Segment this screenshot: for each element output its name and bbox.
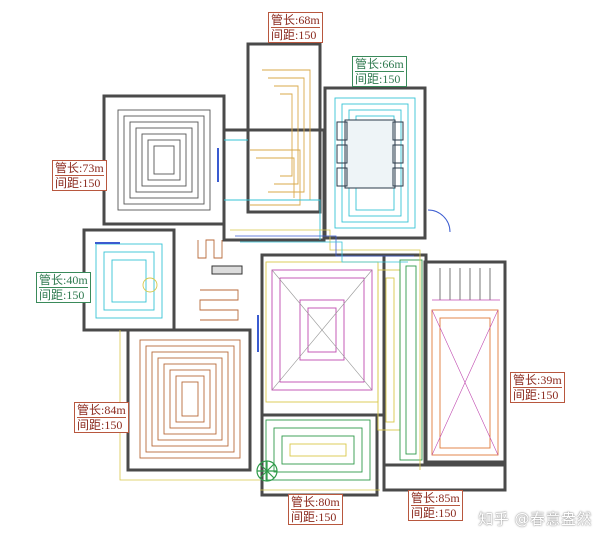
pipe-length: 管长:68m [271, 13, 320, 28]
windows [95, 148, 259, 352]
pipe-spacing: 间距:150 [271, 28, 317, 42]
pipe-spacing: 间距:150 [355, 72, 401, 86]
stairs [432, 268, 500, 301]
pipe-right-green [399, 259, 423, 461]
pipe-living-room [271, 269, 373, 391]
pipe-spacing: 间距:150 [513, 388, 559, 402]
feed-lines [119, 229, 421, 491]
pipe-spacing: 间距:150 [411, 506, 457, 520]
dining-table [336, 119, 404, 189]
pipe-spacing: 间距:150 [77, 418, 123, 432]
pipe-spiral-bottom-left [139, 339, 241, 459]
pipe-serpentine-kitchen [250, 69, 311, 206]
pipe-length: 管长:84m [77, 403, 126, 418]
pipe-label-bottom-left: 管长:84m 间距:150 [74, 402, 129, 433]
pipe-length: 管长:40m [39, 273, 88, 288]
pipe-length: 管长:85m [411, 491, 460, 506]
pipe-label-bottom-right: 管长:85m 间距:150 [408, 490, 463, 521]
plant-symbol [256, 460, 278, 482]
pipe-label-dining: 管长:66m 间距:150 [352, 56, 407, 87]
pipe-label-kitchen: 管长:68m 间距:150 [268, 12, 323, 43]
pipe-label-bath: 管长:40m 间距:150 [36, 272, 91, 303]
pipe-label-right: 管长:39m 间距:150 [510, 372, 565, 403]
pipe-spacing: 间距:150 [55, 176, 101, 190]
pipe-spacing: 间距:150 [291, 510, 337, 524]
pipe-length: 管长:80m [291, 495, 340, 510]
pipe-label-left-bedroom: 管长:73m 间距:150 [52, 160, 107, 191]
pipe-label-bottom-mid: 管长:80m 间距:150 [288, 494, 343, 525]
pipe-right-rooms [431, 309, 499, 456]
pipe-spacing: 间距:150 [39, 288, 85, 302]
pipe-length: 管长:66m [355, 57, 404, 72]
manifold [211, 265, 243, 275]
pipe-bath [95, 243, 163, 319]
pipe-length: 管长:39m [513, 373, 562, 388]
watermark: 知乎 @春意盎然 [478, 510, 592, 528]
pipe-bottom-mid [265, 419, 371, 481]
pipe-corridor [197, 239, 239, 321]
door-swing [427, 209, 451, 233]
walls [82, 42, 507, 497]
pipe-spiral-left-bedroom [117, 109, 211, 211]
pipe-length: 管长:73m [55, 161, 104, 176]
